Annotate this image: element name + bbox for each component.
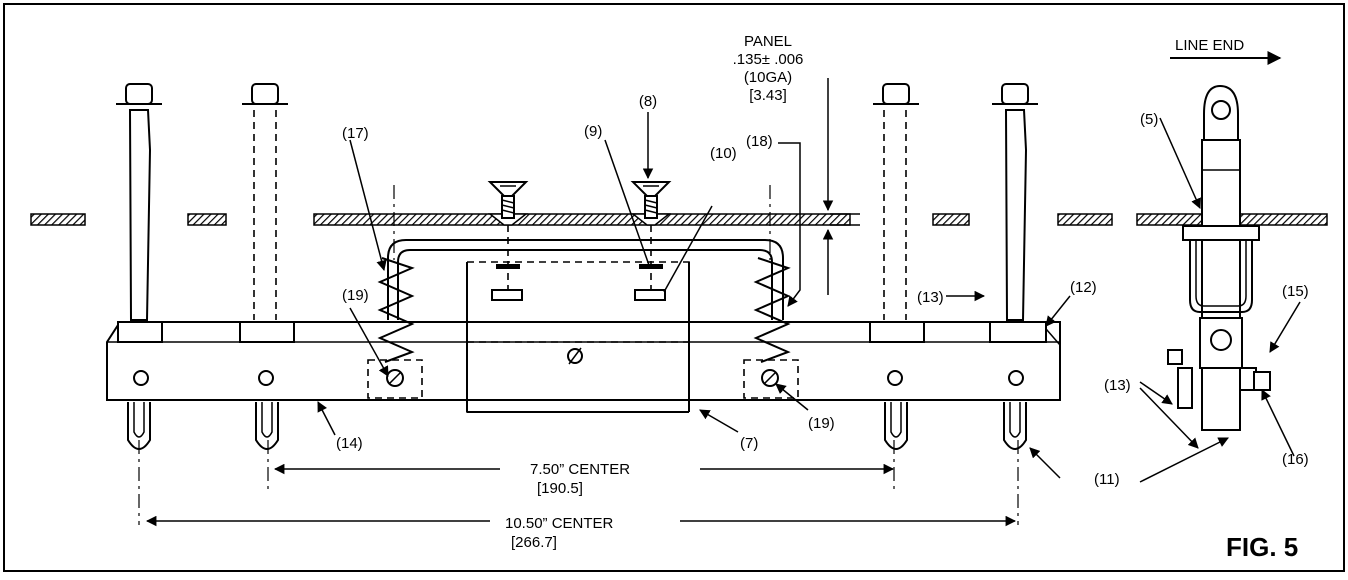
callout-14: (14) xyxy=(336,435,363,452)
callout-16: (16) xyxy=(1282,451,1309,468)
panel-title: PANEL xyxy=(744,33,792,50)
line-end-label: LINE END xyxy=(1175,37,1244,54)
callout-7: (7) xyxy=(740,435,758,452)
callout-13-left: (13) xyxy=(917,289,944,306)
spring-right xyxy=(743,257,799,399)
panel-gauge: (10GA) xyxy=(744,69,792,86)
callout-10: (10) xyxy=(710,145,737,162)
panel-thickness-dim xyxy=(822,78,860,295)
callout-17: (17) xyxy=(342,125,369,142)
callout-13-right: (13) xyxy=(1104,377,1131,394)
callout-15: (15) xyxy=(1282,283,1309,300)
callout-18: (18) xyxy=(746,133,773,150)
callout-12: (12) xyxy=(1070,279,1097,296)
spring-strap xyxy=(387,239,784,320)
center-bracket xyxy=(466,261,690,413)
side-view xyxy=(1167,84,1271,431)
dim-outer-metric: [266.7] xyxy=(511,534,557,551)
latch-rod-outer-right xyxy=(989,83,1047,450)
callout-8: (8) xyxy=(639,93,657,110)
callout-9: (9) xyxy=(584,123,602,140)
callout-19-left: (19) xyxy=(342,287,369,304)
dim-outer-label: 10.50” CENTER xyxy=(505,515,614,532)
spring-left xyxy=(367,257,423,399)
dim-inner-metric: [190.5] xyxy=(537,480,583,497)
dim-inner-label: 7.50” CENTER xyxy=(530,461,630,478)
callout-11: (11) xyxy=(1094,471,1120,488)
latch-rod-inner-left xyxy=(239,83,295,450)
callout-5: (5) xyxy=(1140,111,1158,128)
panel-section xyxy=(30,213,1328,226)
leader-lines xyxy=(317,112,1301,483)
latch-rod-outer-left xyxy=(116,83,163,450)
panel-thickness: .135± .006 xyxy=(733,51,804,68)
callout-19-right: (19) xyxy=(808,415,835,432)
latch-rod-inner-right xyxy=(869,83,925,450)
drawing-border xyxy=(3,3,1345,572)
figure-label: FIG. 5 xyxy=(1226,532,1298,562)
panel-metric: [3.43] xyxy=(749,87,787,104)
